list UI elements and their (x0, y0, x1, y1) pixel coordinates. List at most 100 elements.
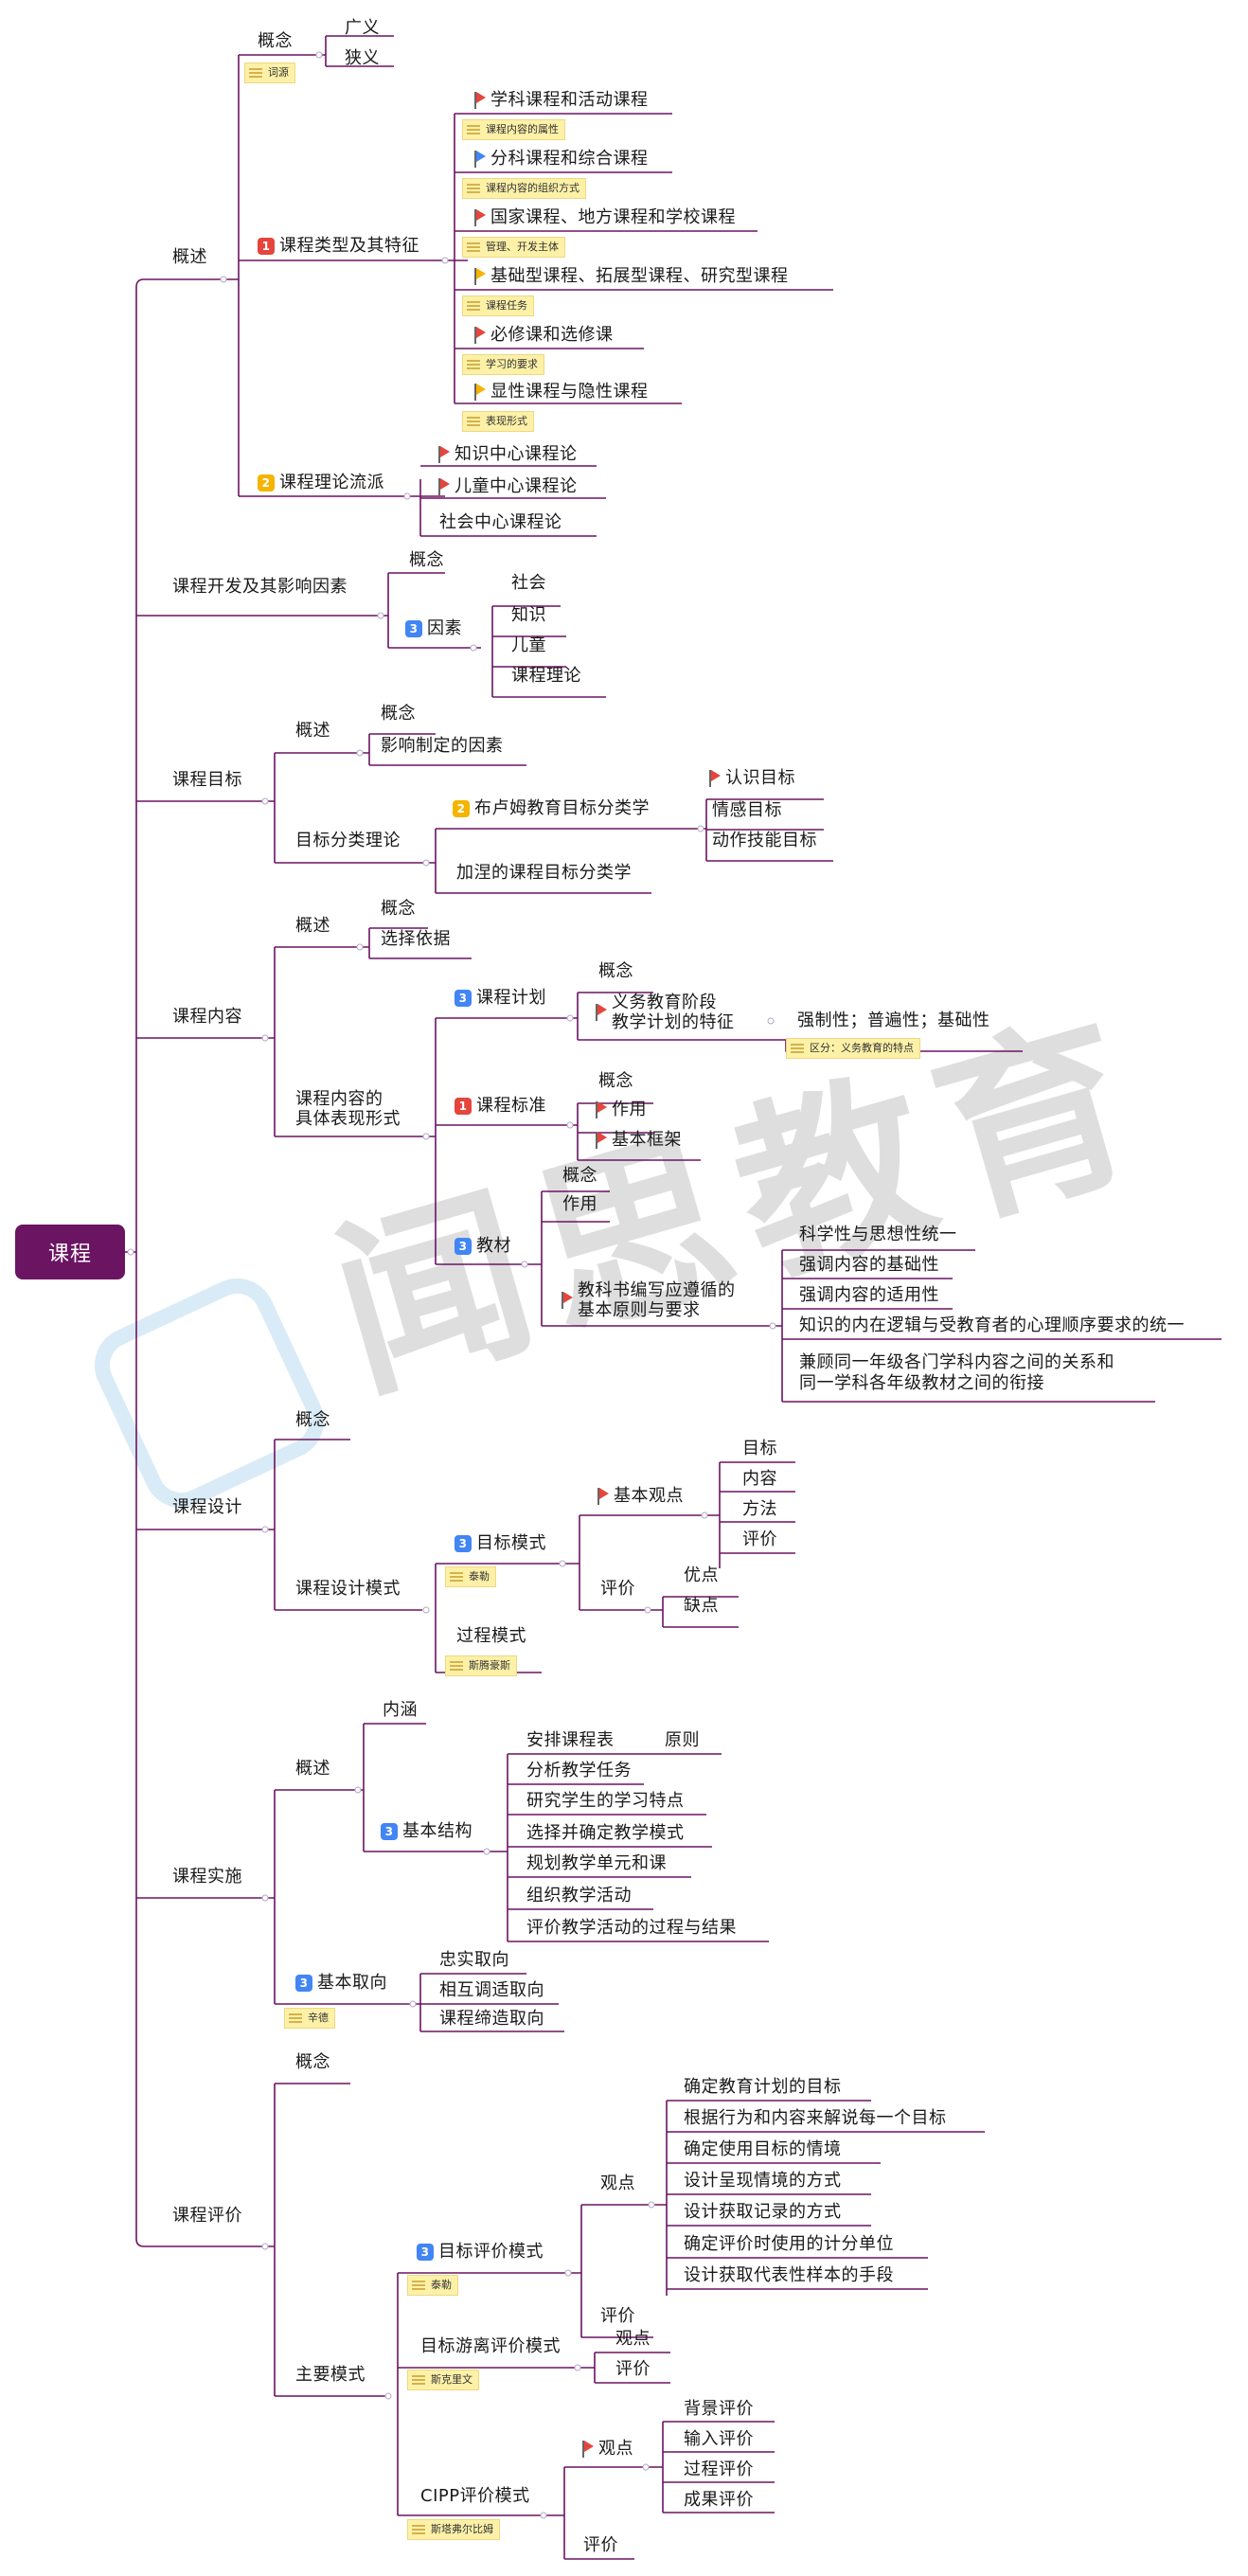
branch-content[interactable]: 课程内容 (172, 1007, 242, 1027)
node-basic-extended-research[interactable]: 基础型课程、拓展型课程、研究型课程 (473, 267, 789, 286)
node-content-overview[interactable]: 概述 (295, 916, 330, 936)
branch-implementation[interactable]: 课程实施 (172, 1867, 242, 1887)
node-gm-view[interactable]: 观点 (600, 2174, 635, 2193)
node-plan-features[interactable]: 义务教育阶段 教学计划的特征 (595, 993, 735, 1032)
node-view-goal[interactable]: 目标 (742, 1439, 777, 1458)
node-plan-traits[interactable]: 强制性；普遍性；基础性 (797, 1011, 990, 1030)
root-node[interactable]: 课程 (15, 1225, 125, 1279)
node-cipp-model[interactable]: CIPP评价模式 (420, 2486, 530, 2506)
node-g6[interactable]: 确定评价时使用的计分单位 (684, 2234, 894, 2254)
node-explicit-hidden[interactable]: 显性课程与隐性课程 (473, 383, 649, 402)
node-design-concept[interactable]: 概念 (295, 1410, 330, 1430)
node-principle-5[interactable]: 兼顾同一年级各门学科内容之间的关系和 同一学科各年级教材之间的衔接 (799, 1352, 1114, 1393)
node-narrow-sense[interactable]: 狭义 (345, 48, 380, 68)
node-g5[interactable]: 设计获取记录的方式 (684, 2202, 842, 2222)
node-factor-theory[interactable]: 课程理论 (511, 666, 581, 686)
node-child-centered[interactable]: 儿童中心课程论 (437, 477, 578, 496)
node-connotation[interactable]: 内涵 (383, 1700, 418, 1720)
node-factor-knowledge[interactable]: 知识 (511, 605, 546, 625)
node-design-eval[interactable]: 评价 (600, 1579, 635, 1599)
node-goals-factors[interactable]: 影响制定的因素 (381, 736, 504, 756)
node-process-model[interactable]: 过程模式 (456, 1626, 526, 1646)
node-mutual-adaptation[interactable]: 相互调适取向 (439, 1980, 544, 2000)
branch-design[interactable]: 课程设计 (172, 1497, 242, 1517)
node-affective-goal[interactable]: 情感目标 (712, 800, 782, 820)
node-factor-child[interactable]: 儿童 (511, 635, 546, 655)
node-classification[interactable]: 目标分类理论 (295, 831, 401, 850)
node-std-framework[interactable]: 基本框架 (595, 1131, 682, 1150)
node-principle-1[interactable]: 科学性与思想性统一 (799, 1225, 957, 1244)
node-plan-concept[interactable]: 概念 (598, 961, 633, 981)
node-selection-basis[interactable]: 选择依据 (381, 929, 451, 949)
node-study-students[interactable]: 研究学生的学习特点 (526, 1791, 685, 1811)
node-cipp-eval[interactable]: 评价 (583, 2535, 618, 2555)
node-divided-integrated[interactable]: 分科课程和综合课程 (473, 150, 649, 169)
node-fidelity[interactable]: 忠实取向 (439, 1950, 509, 1970)
node-factor-society[interactable]: 社会 (511, 573, 546, 593)
node-national-local-school[interactable]: 国家课程、地方课程和学校课程 (473, 208, 736, 227)
node-textbook-concept[interactable]: 概念 (562, 1166, 597, 1186)
node-product-eval[interactable]: 成果评价 (684, 2490, 754, 2510)
branch-goals[interactable]: 课程目标 (172, 770, 242, 790)
node-disadvantages[interactable]: 缺点 (684, 1596, 719, 1616)
node-subject-activity[interactable]: 学科课程和活动课程 (473, 91, 649, 110)
node-std-concept[interactable]: 概念 (598, 1071, 633, 1091)
node-main-models[interactable]: 主要模式 (295, 2365, 365, 2385)
node-choose-mode[interactable]: 选择并确定教学模式 (526, 1823, 685, 1843)
node-gagne[interactable]: 加涅的课程目标分类学 (456, 863, 632, 883)
node-cognitive-goal[interactable]: 认识目标 (708, 769, 795, 788)
node-g3[interactable]: 确定使用目标的情境 (684, 2139, 842, 2159)
branch-development[interactable]: 课程开发及其影响因素 (172, 577, 348, 597)
node-broad-sense[interactable]: 广义 (345, 18, 380, 38)
node-enactment[interactable]: 课程缔造取向 (439, 2009, 544, 2029)
node-eval-concept[interactable]: 概念 (295, 2052, 330, 2072)
node-goals-overview[interactable]: 概述 (295, 721, 330, 741)
branch-overview[interactable]: 概述 (172, 247, 207, 267)
node-principle-2[interactable]: 强调内容的基础性 (799, 1255, 939, 1275)
node-fm-eval[interactable]: 评价 (615, 2359, 651, 2379)
node-schedule-principle[interactable]: 原则 (665, 1730, 700, 1750)
node-evaluate-activities[interactable]: 评价教学活动的过程与结果 (526, 1918, 737, 1938)
node-principle-3[interactable]: 强调内容的适用性 (799, 1285, 939, 1305)
node-gm-eval[interactable]: 评价 (600, 2306, 635, 2326)
node-society-centered[interactable]: 社会中心课程论 (439, 512, 562, 532)
node-required-elective[interactable]: 必修课和选修课 (473, 326, 614, 345)
node-std-role[interactable]: 作用 (595, 1100, 647, 1119)
node-view-method[interactable]: 方法 (742, 1499, 777, 1519)
node-textbook-role[interactable]: 作用 (562, 1194, 597, 1214)
node-advantages[interactable]: 优点 (684, 1565, 719, 1585)
node-principle-4[interactable]: 知识的内在逻辑与受教育者的心理顺序要求的统一 (799, 1315, 1185, 1335)
node-cipp-view[interactable]: 观点 (581, 2440, 633, 2459)
node-goals-concept[interactable]: 概念 (381, 704, 416, 724)
node-textbook-principles[interactable]: 教科书编写应遵循的 基本原则与要求 (561, 1280, 736, 1320)
node-impl-overview[interactable]: 概述 (295, 1759, 330, 1779)
node-organize-activities[interactable]: 组织教学活动 (526, 1886, 632, 1905)
node-view-content[interactable]: 内容 (742, 1469, 777, 1489)
node-fm-view[interactable]: 观点 (615, 2329, 651, 2349)
node-plan-units[interactable]: 规划教学单元和课 (526, 1853, 667, 1873)
node-g4[interactable]: 设计呈现情境的方式 (684, 2171, 842, 2191)
node-schedule[interactable]: 安排课程表 (526, 1730, 615, 1750)
node-input-eval[interactable]: 输入评价 (684, 2429, 754, 2449)
node-g7[interactable]: 设计获取代表性样本的手段 (684, 2265, 894, 2285)
node-content-forms[interactable]: 课程内容的 具体表现形式 (295, 1089, 401, 1129)
node-context-eval[interactable]: 背景评价 (684, 2399, 754, 2419)
branch-evaluation[interactable]: 课程评价 (172, 2206, 242, 2226)
node-view-evaluation[interactable]: 评价 (742, 1530, 777, 1549)
node-goal-free-model[interactable]: 目标游离评价模式 (420, 2336, 561, 2356)
node-g1[interactable]: 确定教育计划的目标 (684, 2077, 842, 2097)
node-knowledge-centered[interactable]: 知识中心课程论 (437, 445, 578, 464)
node-process-eval[interactable]: 过程评价 (684, 2460, 754, 2479)
node-content-concept[interactable]: 概念 (381, 899, 416, 919)
